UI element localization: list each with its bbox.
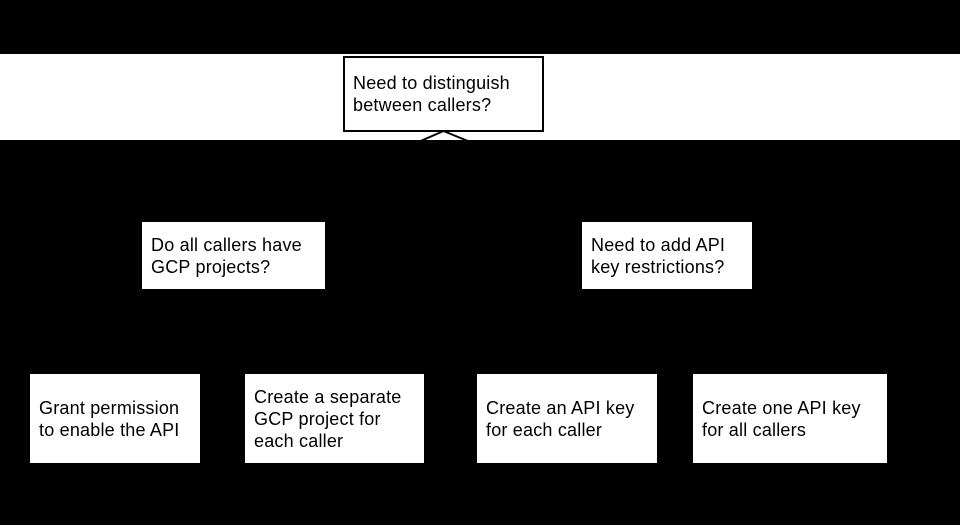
edge-branch-left-to-leaf-1: [114, 287, 235, 376]
node-label: Create one API key for all callers: [702, 397, 861, 440]
action-separate-gcp-project-per-caller: Create a separate GCP project for each c…: [245, 374, 424, 463]
edge-branch-right-to-leaf-3: [566, 287, 668, 376]
edge-root-to-branch-right: [443, 130, 668, 224]
node-label: Create an API key for each caller: [486, 397, 635, 440]
edge-branch-left-to-leaf-2: [232, 287, 336, 376]
edge-root-to-branch-left: [233, 130, 444, 224]
decision-need-distinguish-callers: Need to distinguish between callers?: [343, 56, 544, 132]
decision-api-key-restrictions: Need to add API key restrictions?: [582, 222, 752, 289]
action-one-api-key-all-callers: Create one API key for all callers: [693, 374, 887, 463]
node-label: Grant permission to enable the API: [39, 397, 180, 440]
action-grant-permission-enable-api: Grant permission to enable the API: [30, 374, 200, 463]
node-label: Create a separate GCP project for each c…: [254, 386, 402, 451]
node-label: Need to distinguish between callers?: [353, 73, 510, 115]
decision-all-callers-gcp-projects: Do all callers have GCP projects?: [142, 222, 325, 289]
action-api-key-per-caller: Create an API key for each caller: [477, 374, 657, 463]
node-label: Need to add API key restrictions?: [591, 234, 726, 277]
node-label: Do all callers have GCP projects?: [151, 234, 302, 277]
edge-branch-right-to-leaf-4: [666, 287, 791, 376]
